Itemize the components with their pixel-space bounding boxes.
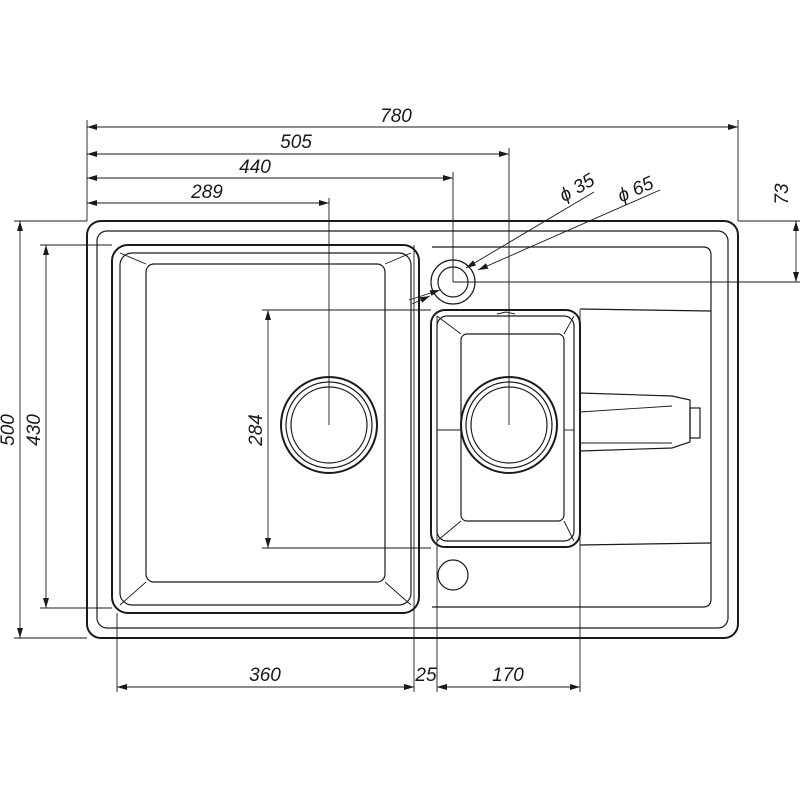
dim-main-bowl-width: 360 bbox=[249, 665, 281, 686]
dimension-lines bbox=[17, 124, 799, 690]
dim-overall-height: 500 bbox=[0, 414, 19, 446]
dim-tap-hole-offset: 440 bbox=[239, 157, 271, 178]
dim-tap-hole-diameter: ϕ 35 bbox=[556, 170, 599, 207]
dim-small-bowl-height: 284 bbox=[246, 414, 267, 447]
extension-lines bbox=[14, 120, 800, 692]
dim-overall-width: 780 bbox=[380, 106, 412, 127]
sink-outline bbox=[86, 220, 739, 639]
main-bowl bbox=[111, 244, 420, 614]
overflow-hole bbox=[437, 559, 469, 591]
dim-top-tap-offset: 73 bbox=[772, 183, 793, 205]
dim-right-drain-offset: 505 bbox=[280, 132, 312, 153]
dim-main-bowl-height: 430 bbox=[24, 414, 45, 446]
dim-tap-ring-diameter: ϕ 65 bbox=[615, 173, 658, 207]
dim-divider-width: 25 bbox=[414, 665, 437, 686]
dim-left-drain-offset: 289 bbox=[190, 182, 223, 203]
dim-small-bowl-width: 170 bbox=[492, 665, 524, 686]
drainer-board bbox=[432, 246, 712, 608]
